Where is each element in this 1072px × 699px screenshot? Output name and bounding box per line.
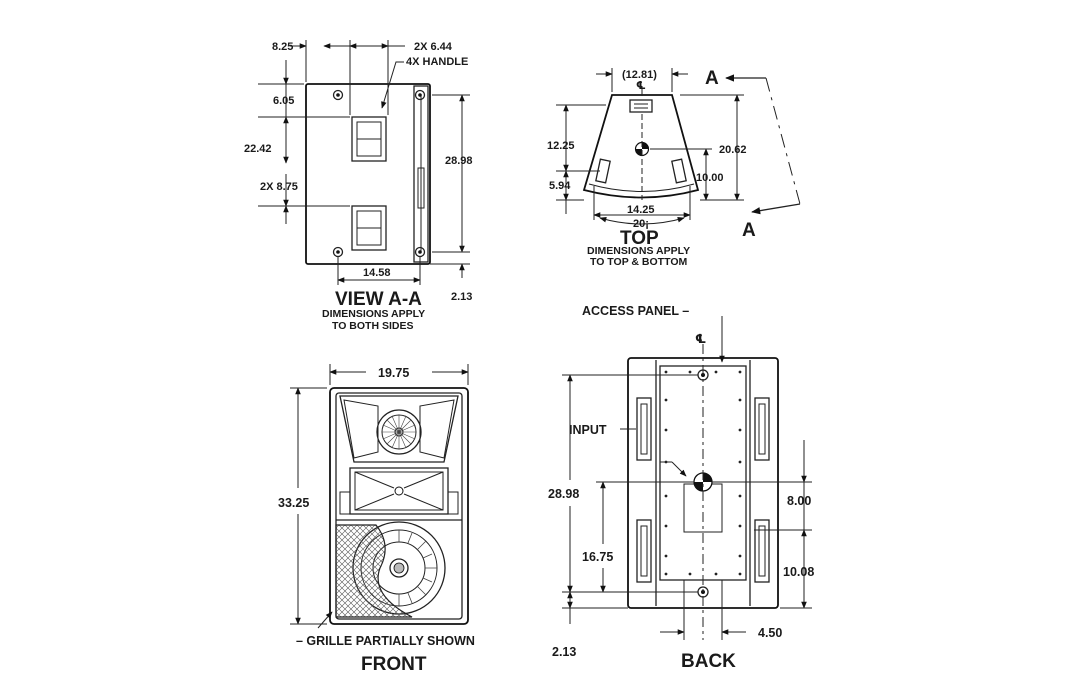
dim-19-75: 19.75 <box>378 366 409 380</box>
section-label-a-bottom: A <box>742 220 756 241</box>
front-view-title: FRONT <box>361 654 427 675</box>
dim-12-25: 12.25 <box>547 140 575 152</box>
dim-4-50: 4.50 <box>758 626 782 640</box>
dim-16-75: 16.75 <box>582 550 613 564</box>
back-panel-screws <box>664 370 742 576</box>
back-handle-left-lower <box>636 519 652 583</box>
view-aa-side-rail <box>413 85 429 263</box>
view-aa-subtitle-1: DIMENSIONS APPLY <box>322 308 425 320</box>
front-midrange-horn <box>349 467 449 515</box>
view-aa: 8.25 2X 6.44 4X HANDLE 6.05 22.42 2X 8.7… <box>244 40 473 332</box>
back-view: ℄ ACCESS PANEL – INPUT 28.98 16.75 2.13 … <box>548 304 814 672</box>
dim-angle: 20¡ <box>633 218 649 230</box>
dim-14-25: 14.25 <box>627 204 655 216</box>
view-aa-cabinet <box>305 83 431 265</box>
grille-note: – GRILLE PARTIALLY SHOWN <box>296 634 475 648</box>
top-view-handle-right <box>671 158 687 184</box>
top-view-handle-left <box>595 158 611 184</box>
front-compression-driver <box>376 409 422 455</box>
back-handle-left-upper <box>636 397 652 461</box>
back-centerline-symbol: ℄ <box>695 332 706 346</box>
view-aa-title: VIEW A-A <box>335 289 422 310</box>
back-view-title: BACK <box>681 651 736 672</box>
dim-10-00: 10.00 <box>696 172 724 184</box>
front-grille <box>335 524 413 618</box>
dim-2x-8-75: 2X 8.75 <box>260 181 298 193</box>
view-aa-handle-lower <box>351 205 387 251</box>
top-view-title: TOP <box>620 228 659 249</box>
view-aa-handle-upper <box>351 116 387 162</box>
front-horn <box>339 395 459 463</box>
top-view-subtitle-1: DIMENSIONS APPLY <box>587 245 690 257</box>
dim-20-62: 20.62 <box>719 144 747 156</box>
dim-22-42: 22.42 <box>244 143 272 155</box>
top-view-outline <box>582 94 700 199</box>
dim-5-94: 5.94 <box>549 180 571 192</box>
dim-8-25: 8.25 <box>272 41 293 53</box>
dim-2-13-side: 2.13 <box>451 291 472 303</box>
top-view-handle <box>629 99 653 113</box>
dim-10-08: 10.08 <box>783 565 814 579</box>
dim-28-98: 28.98 <box>445 155 473 167</box>
top-view: ℄ (12.81) 12.25 5.94 20.62 10.00 14.25 2… <box>547 68 801 268</box>
top-centerline-symbol: ℄ <box>636 80 646 92</box>
dim-2x-6-44: 2X 6.44 <box>414 41 453 53</box>
handle-label: 4X HANDLE <box>406 56 468 68</box>
dim-8-00: 8.00 <box>787 494 811 508</box>
back-handle-right-upper <box>754 397 770 461</box>
view-aa-rigging-point <box>332 89 344 101</box>
back-handle-right-lower <box>754 519 770 583</box>
dim-12-81: (12.81) <box>622 69 657 81</box>
view-aa-rigging-point <box>414 89 426 101</box>
view-aa-subtitle-2: TO BOTH SIDES <box>332 320 413 332</box>
front-cabinet <box>329 387 469 625</box>
access-panel-label: ACCESS PANEL – <box>582 304 689 318</box>
section-label-a-top: A <box>705 68 719 89</box>
dim-33-25: 33.25 <box>278 496 309 510</box>
dim-28-98-back: 28.98 <box>548 487 579 501</box>
top-view-subtitle-2: TO TOP & BOTTOM <box>590 256 687 268</box>
dim-6-05: 6.05 <box>273 95 294 107</box>
dim-14-58: 14.58 <box>363 267 391 279</box>
dim-2-13-back: 2.13 <box>552 645 576 659</box>
front-view: 19.75 33.25 – GRILLE PARTIALLY SHOWN FRO… <box>278 364 475 675</box>
input-label: INPUT <box>569 423 607 437</box>
